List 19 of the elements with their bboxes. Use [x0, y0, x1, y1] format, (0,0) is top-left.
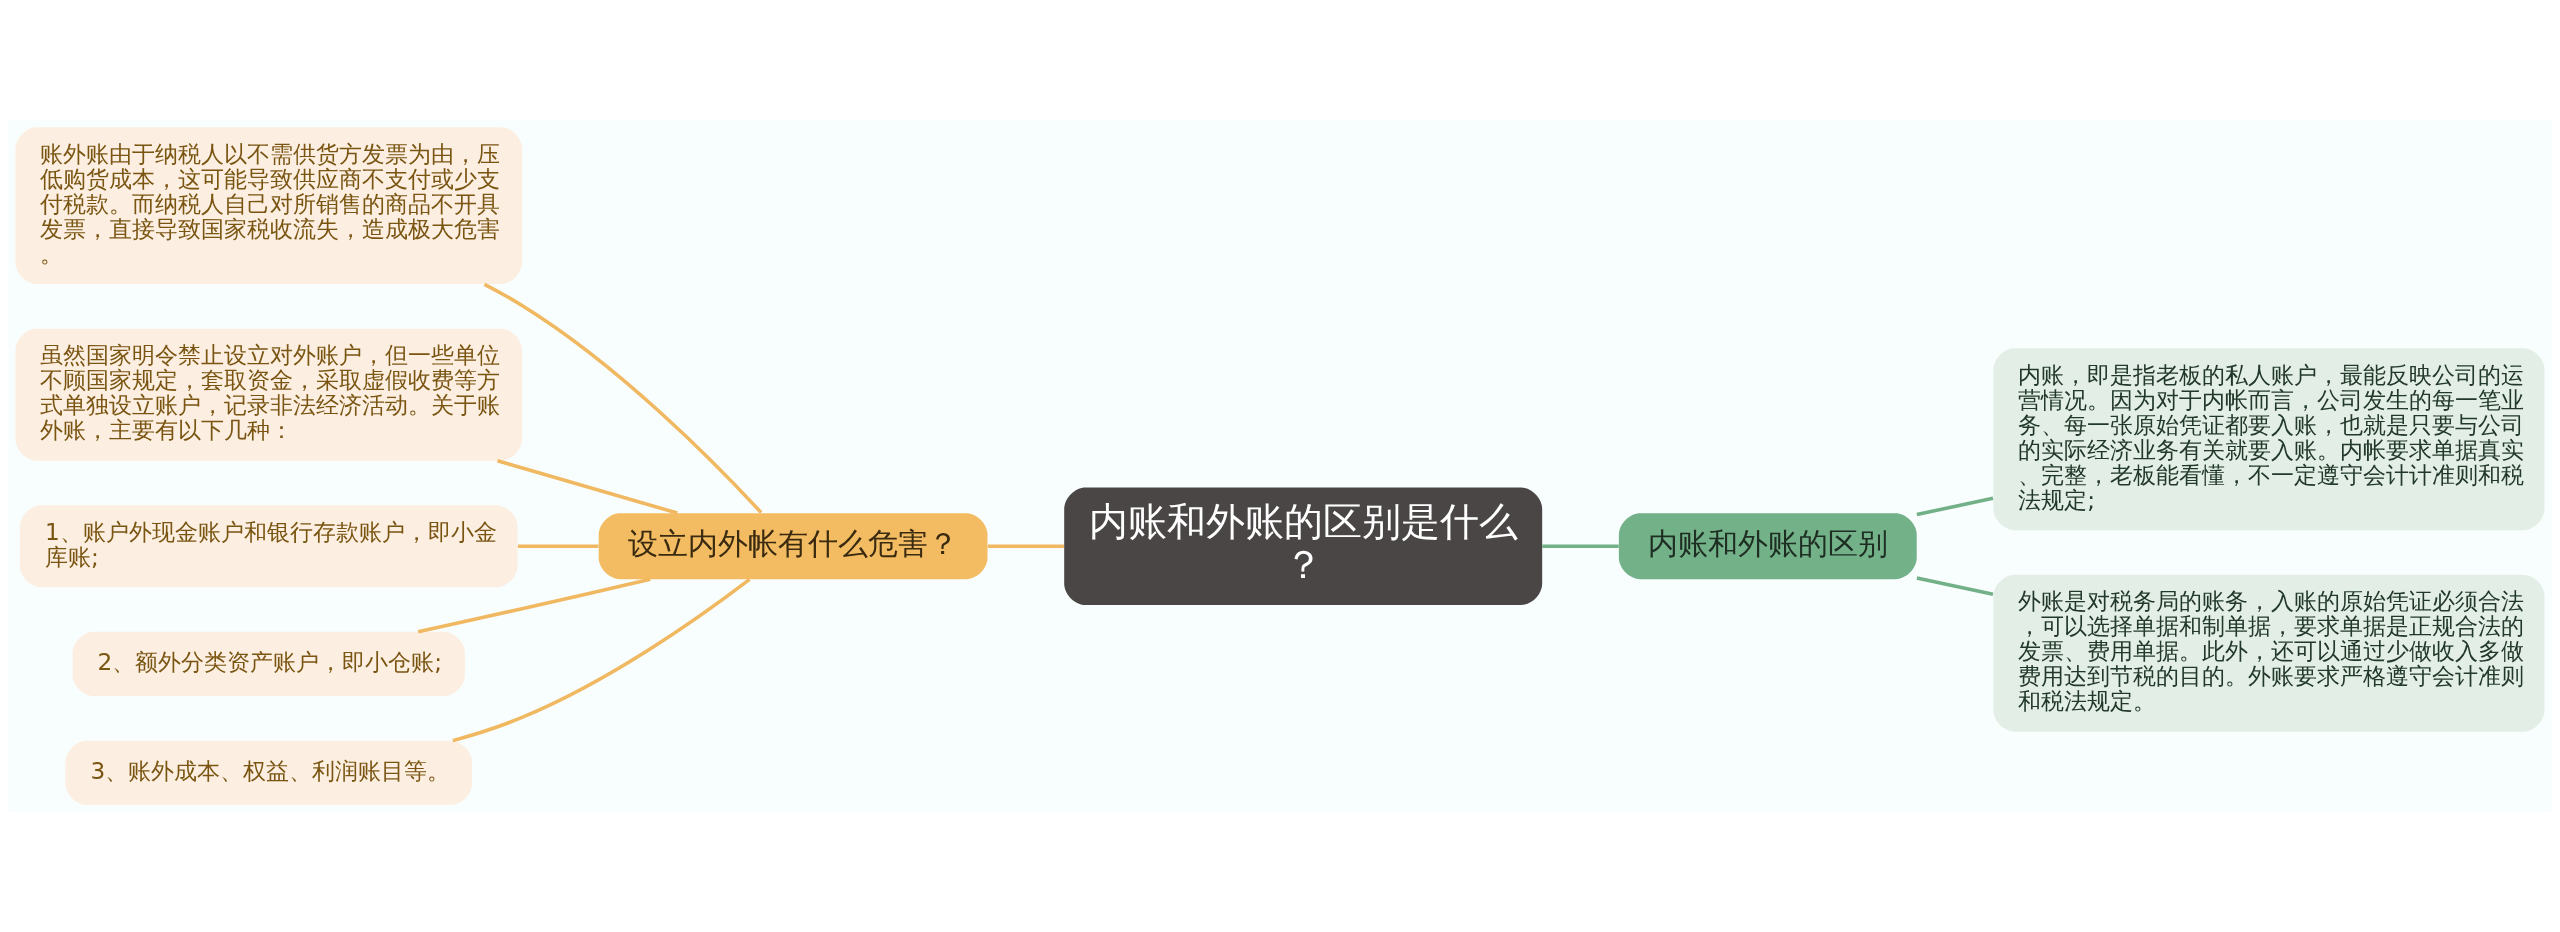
connector [417, 577, 651, 634]
node-box: 虽然国家明令禁止设立对外账户，但一些单位不顾国家规定，套取资金，采取虚假收费等方式单独设立账户，记录非法经济活动。关于账外账，主要有以下几种： [15, 328, 522, 461]
node-box: 内账和外账的区别是什么？ [1064, 487, 1543, 606]
node-box: 账外账由于纳税人以不需供货方发票为由，压低购货成本，这可能导致供应商不支付或少支付税款。而纳税人自己对所销售的商品不开具发票，直接导致国家税收流失，造成极大危害。 [15, 127, 522, 285]
connector [452, 578, 751, 743]
connector [496, 459, 678, 515]
node-box: 内账和外账的区别 [1618, 513, 1917, 580]
connector [1916, 576, 1994, 597]
node-box: 外账是对税务局的账务，入账的原始凭证必须合法，可以选择单据和制单据，要求单据是正规合法的发票、费用单据。此外，还可以通过少做收入多做费用达到节税的目的。外账要求严格遵守会计准则和税法规定。 [1993, 574, 2545, 732]
node-box: 1、账户外现金账户和银行存款账户，即小金库账; [19, 505, 518, 588]
connector [987, 544, 1064, 549]
node-box: 2、额外分类资产账户，即小仓账; [72, 631, 465, 697]
node-box: 设立内外帐有什么危害？ [598, 513, 988, 580]
connector [517, 544, 599, 549]
connector [1916, 496, 1994, 517]
node-box: 3、账外成本、权益、利润账目等。 [65, 740, 473, 805]
connector [483, 282, 763, 514]
connector [1542, 544, 1619, 549]
node-box: 内账，即是指老板的私人账户，最能反映公司的运营情况。因为对于内帐而言，公司发生的每一笔业务、每一张原始凭证都要入账，也就是只要与公司的实际经济业务有关就要入账。内帐要求单据真实、完整，老板能看懂，不一定遵守会计计准则和税法规定; [1993, 348, 2545, 531]
